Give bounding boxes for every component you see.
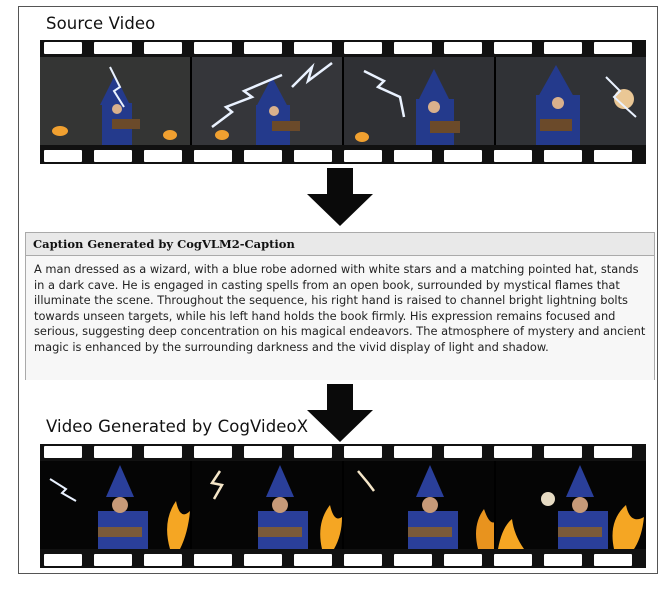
generated-filmstrip [40, 444, 646, 568]
wizard-frame-image [344, 461, 494, 549]
generated-frame-2 [192, 461, 344, 549]
wizard-frame-image [496, 57, 646, 145]
generated-video-title: Video Generated by CogVideoX [46, 417, 309, 436]
wizard-frame-image [344, 57, 494, 145]
source-frame-1 [40, 57, 192, 145]
source-filmstrip [40, 40, 646, 164]
top-sprocket-holes [40, 42, 646, 54]
bottom-sprocket-holes [40, 150, 646, 162]
source-frame-2 [192, 57, 344, 145]
wizard-frame-image [40, 461, 190, 549]
caption-text: A man dressed as a wizard, with a blue r… [26, 256, 654, 380]
wizard-frame-image [192, 57, 342, 145]
generated-frame-4 [496, 461, 646, 549]
top-sprocket-holes [40, 446, 646, 458]
down-arrow-icon [307, 384, 373, 442]
caption-header: Caption Generated by CogVLM2-Caption [26, 233, 654, 256]
source-video-title: Source Video [46, 14, 156, 33]
bottom-sprocket-holes [40, 554, 646, 566]
wizard-frame-image [496, 461, 646, 549]
figure-border [18, 6, 658, 574]
generated-frame-1 [40, 461, 192, 549]
wizard-frame-image [40, 57, 190, 145]
source-frame-3 [344, 57, 496, 145]
down-arrow-icon [307, 168, 373, 226]
wizard-frame-image [192, 461, 342, 549]
source-frame-4 [496, 57, 646, 145]
generated-frame-3 [344, 461, 496, 549]
caption-panel: Caption Generated by CogVLM2-Caption A m… [25, 232, 655, 380]
